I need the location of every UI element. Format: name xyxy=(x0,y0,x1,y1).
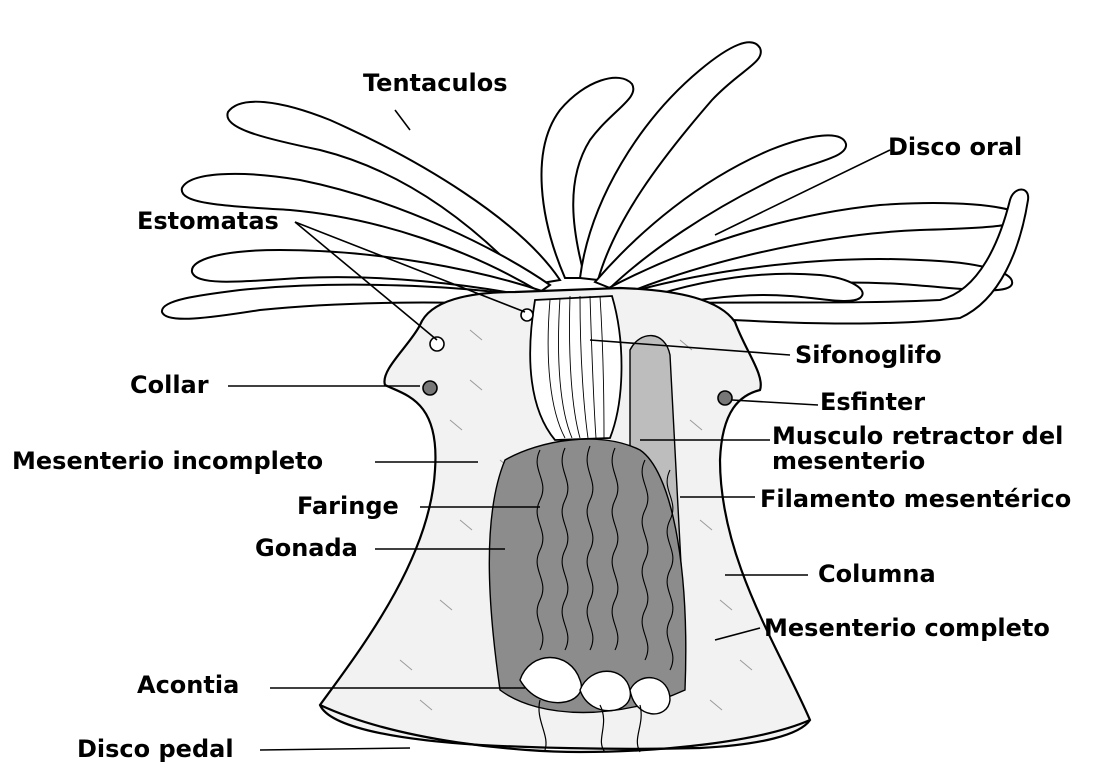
sphincter-left xyxy=(423,381,437,395)
label-disco-pedal: Disco pedal xyxy=(77,736,234,762)
label-acontia: Acontia xyxy=(137,672,239,698)
label-disco-oral: Disco oral xyxy=(888,134,1022,160)
label-sifonoglifo: Sifonoglifo xyxy=(795,342,942,368)
label-esfinter: Esfinter xyxy=(820,389,925,415)
label-mesenterio-incompleto: Mesenterio incompleto xyxy=(12,448,323,474)
label-gonada: Gonada xyxy=(255,535,358,561)
label-musculo-retractor: Musculo retractor del mesenterio xyxy=(772,424,1063,474)
label-filamento-mesenterico: Filamento mesentérico xyxy=(760,486,1071,512)
sphincter-right xyxy=(718,391,732,405)
tentacles xyxy=(162,42,1028,323)
label-columna: Columna xyxy=(818,561,936,587)
label-faringe: Faringe xyxy=(297,493,399,519)
label-estomatas: Estomatas xyxy=(137,208,279,234)
label-musculo-retractor-line1: Musculo retractor del xyxy=(772,424,1063,449)
mesentery-mass xyxy=(489,439,685,712)
label-tentaculos: Tentaculos xyxy=(363,70,508,96)
label-musculo-retractor-line2: mesenterio xyxy=(772,449,1063,474)
label-collar: Collar xyxy=(130,372,209,398)
label-mesenterio-completo: Mesenterio completo xyxy=(764,615,1050,641)
